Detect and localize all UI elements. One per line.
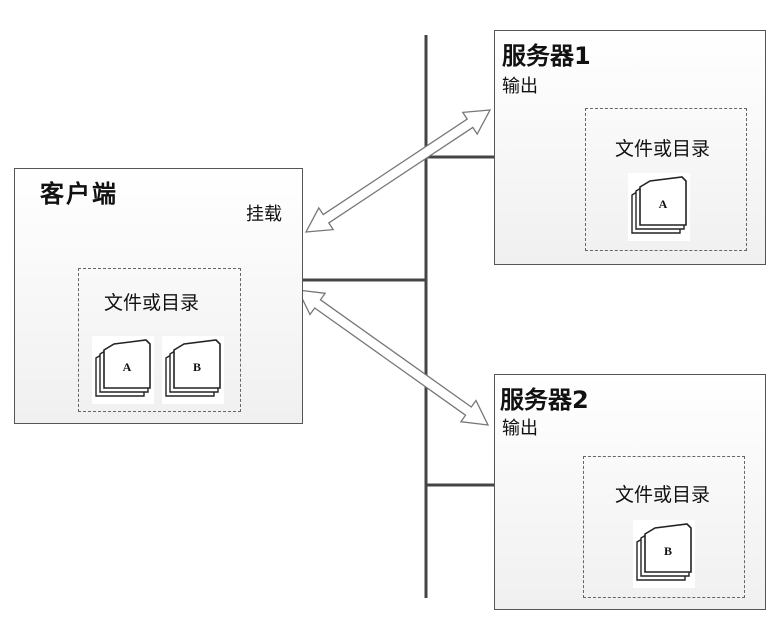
client-box bbox=[14, 168, 303, 424]
client-doc-a-icon: A bbox=[92, 336, 154, 404]
server2-folder-area bbox=[583, 456, 745, 598]
client-doc-b-icon: B bbox=[162, 336, 224, 404]
mount-arrow-server1 bbox=[304, 109, 492, 233]
server1-folder-label: 文件或目录 bbox=[615, 138, 711, 160]
server2-doc-icon: B bbox=[633, 520, 695, 588]
client-folder-area bbox=[78, 268, 241, 412]
client-doc-b-letter: B bbox=[192, 360, 201, 374]
mount-label: 挂载 bbox=[246, 204, 282, 225]
server2-export-label: 输出 bbox=[502, 418, 538, 439]
server1-folder-area bbox=[585, 108, 747, 251]
client-doc-a-letter: A bbox=[122, 360, 132, 374]
server2-box bbox=[494, 374, 766, 610]
client-folder-label: 文件或目录 bbox=[104, 292, 200, 314]
mount-arrow-server2 bbox=[296, 289, 490, 426]
client-title: 客户端 bbox=[40, 180, 118, 208]
server1-export-label: 输出 bbox=[502, 76, 538, 97]
server1-title: 服务器1 bbox=[502, 42, 591, 70]
server1-doc-letter: A bbox=[658, 197, 668, 211]
server2-doc-letter: B bbox=[663, 544, 672, 558]
server1-doc-icon: A bbox=[628, 173, 690, 241]
server2-title: 服务器2 bbox=[500, 386, 589, 414]
server2-folder-label: 文件或目录 bbox=[615, 484, 711, 506]
